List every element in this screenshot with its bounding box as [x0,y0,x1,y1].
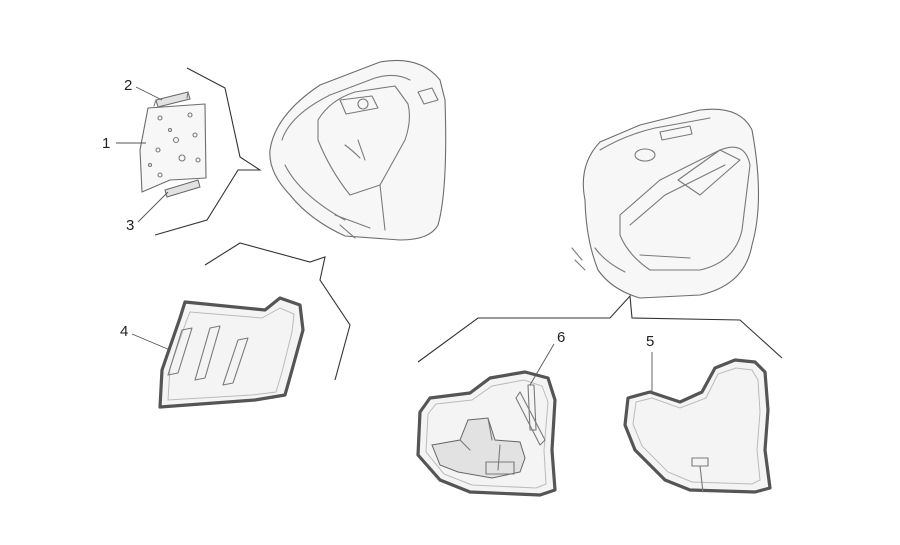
callout-4: 4 [120,323,128,340]
left-pannier-case [269,59,447,241]
right-pannier-case [571,108,759,299]
tool-tray-part-6 [416,370,557,497]
leader-line-3 [137,191,169,223]
callout-5: 5 [646,333,654,350]
callout-6: 6 [557,329,565,346]
callout-2: 2 [124,77,132,94]
group-bracket-right [417,294,783,363]
lower-bracket-part [164,179,201,198]
leader-line-2 [135,86,163,101]
callout-3: 3 [126,217,134,234]
upper-bracket-part [153,91,191,108]
callout-1: 1 [102,135,110,152]
mounting-plate-part [139,103,207,193]
liner-part-4 [158,296,305,409]
group-bracket-left-top [154,67,262,236]
group-bracket-left-bottom [204,242,351,381]
leader-line-6 [529,343,555,386]
liner-part-5 [623,358,772,494]
leader-line-4 [131,333,171,351]
